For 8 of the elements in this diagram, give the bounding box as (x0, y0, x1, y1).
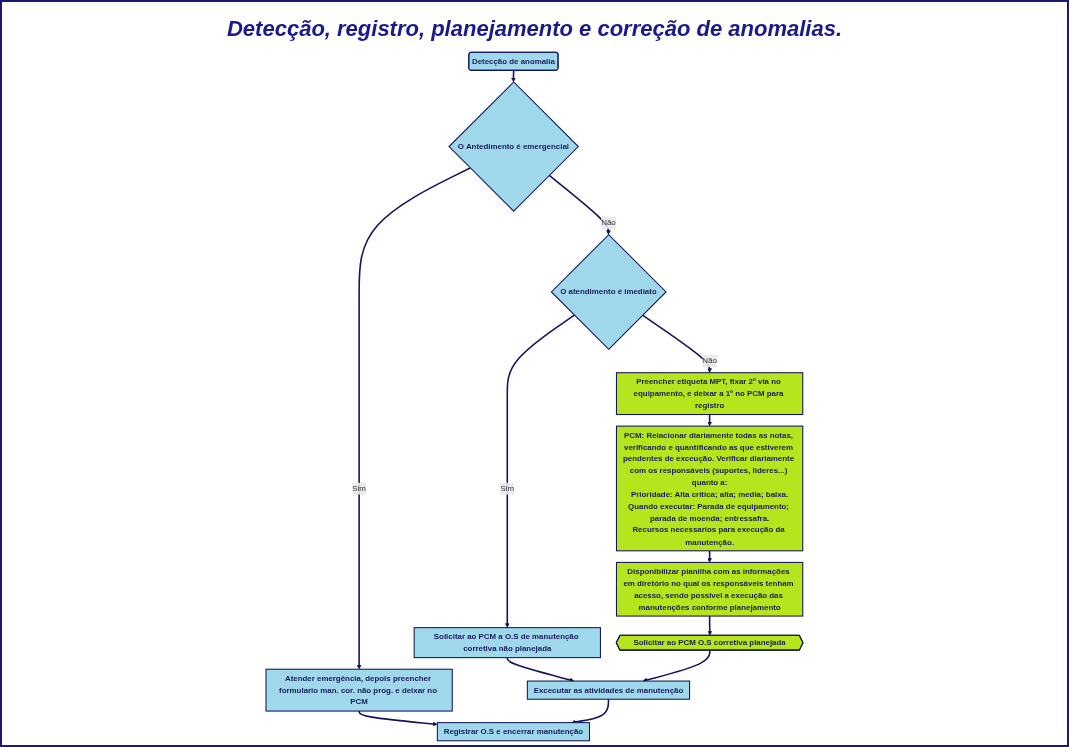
arrow (506, 656, 575, 683)
title: Detecção, registro, planejamento e correção de anomalias. (227, 16, 842, 42)
arrow (505, 314, 576, 628)
arrow (548, 174, 611, 235)
arrow (642, 649, 711, 683)
arrow (641, 314, 712, 373)
arrow (358, 710, 438, 727)
arrow (356, 167, 471, 670)
